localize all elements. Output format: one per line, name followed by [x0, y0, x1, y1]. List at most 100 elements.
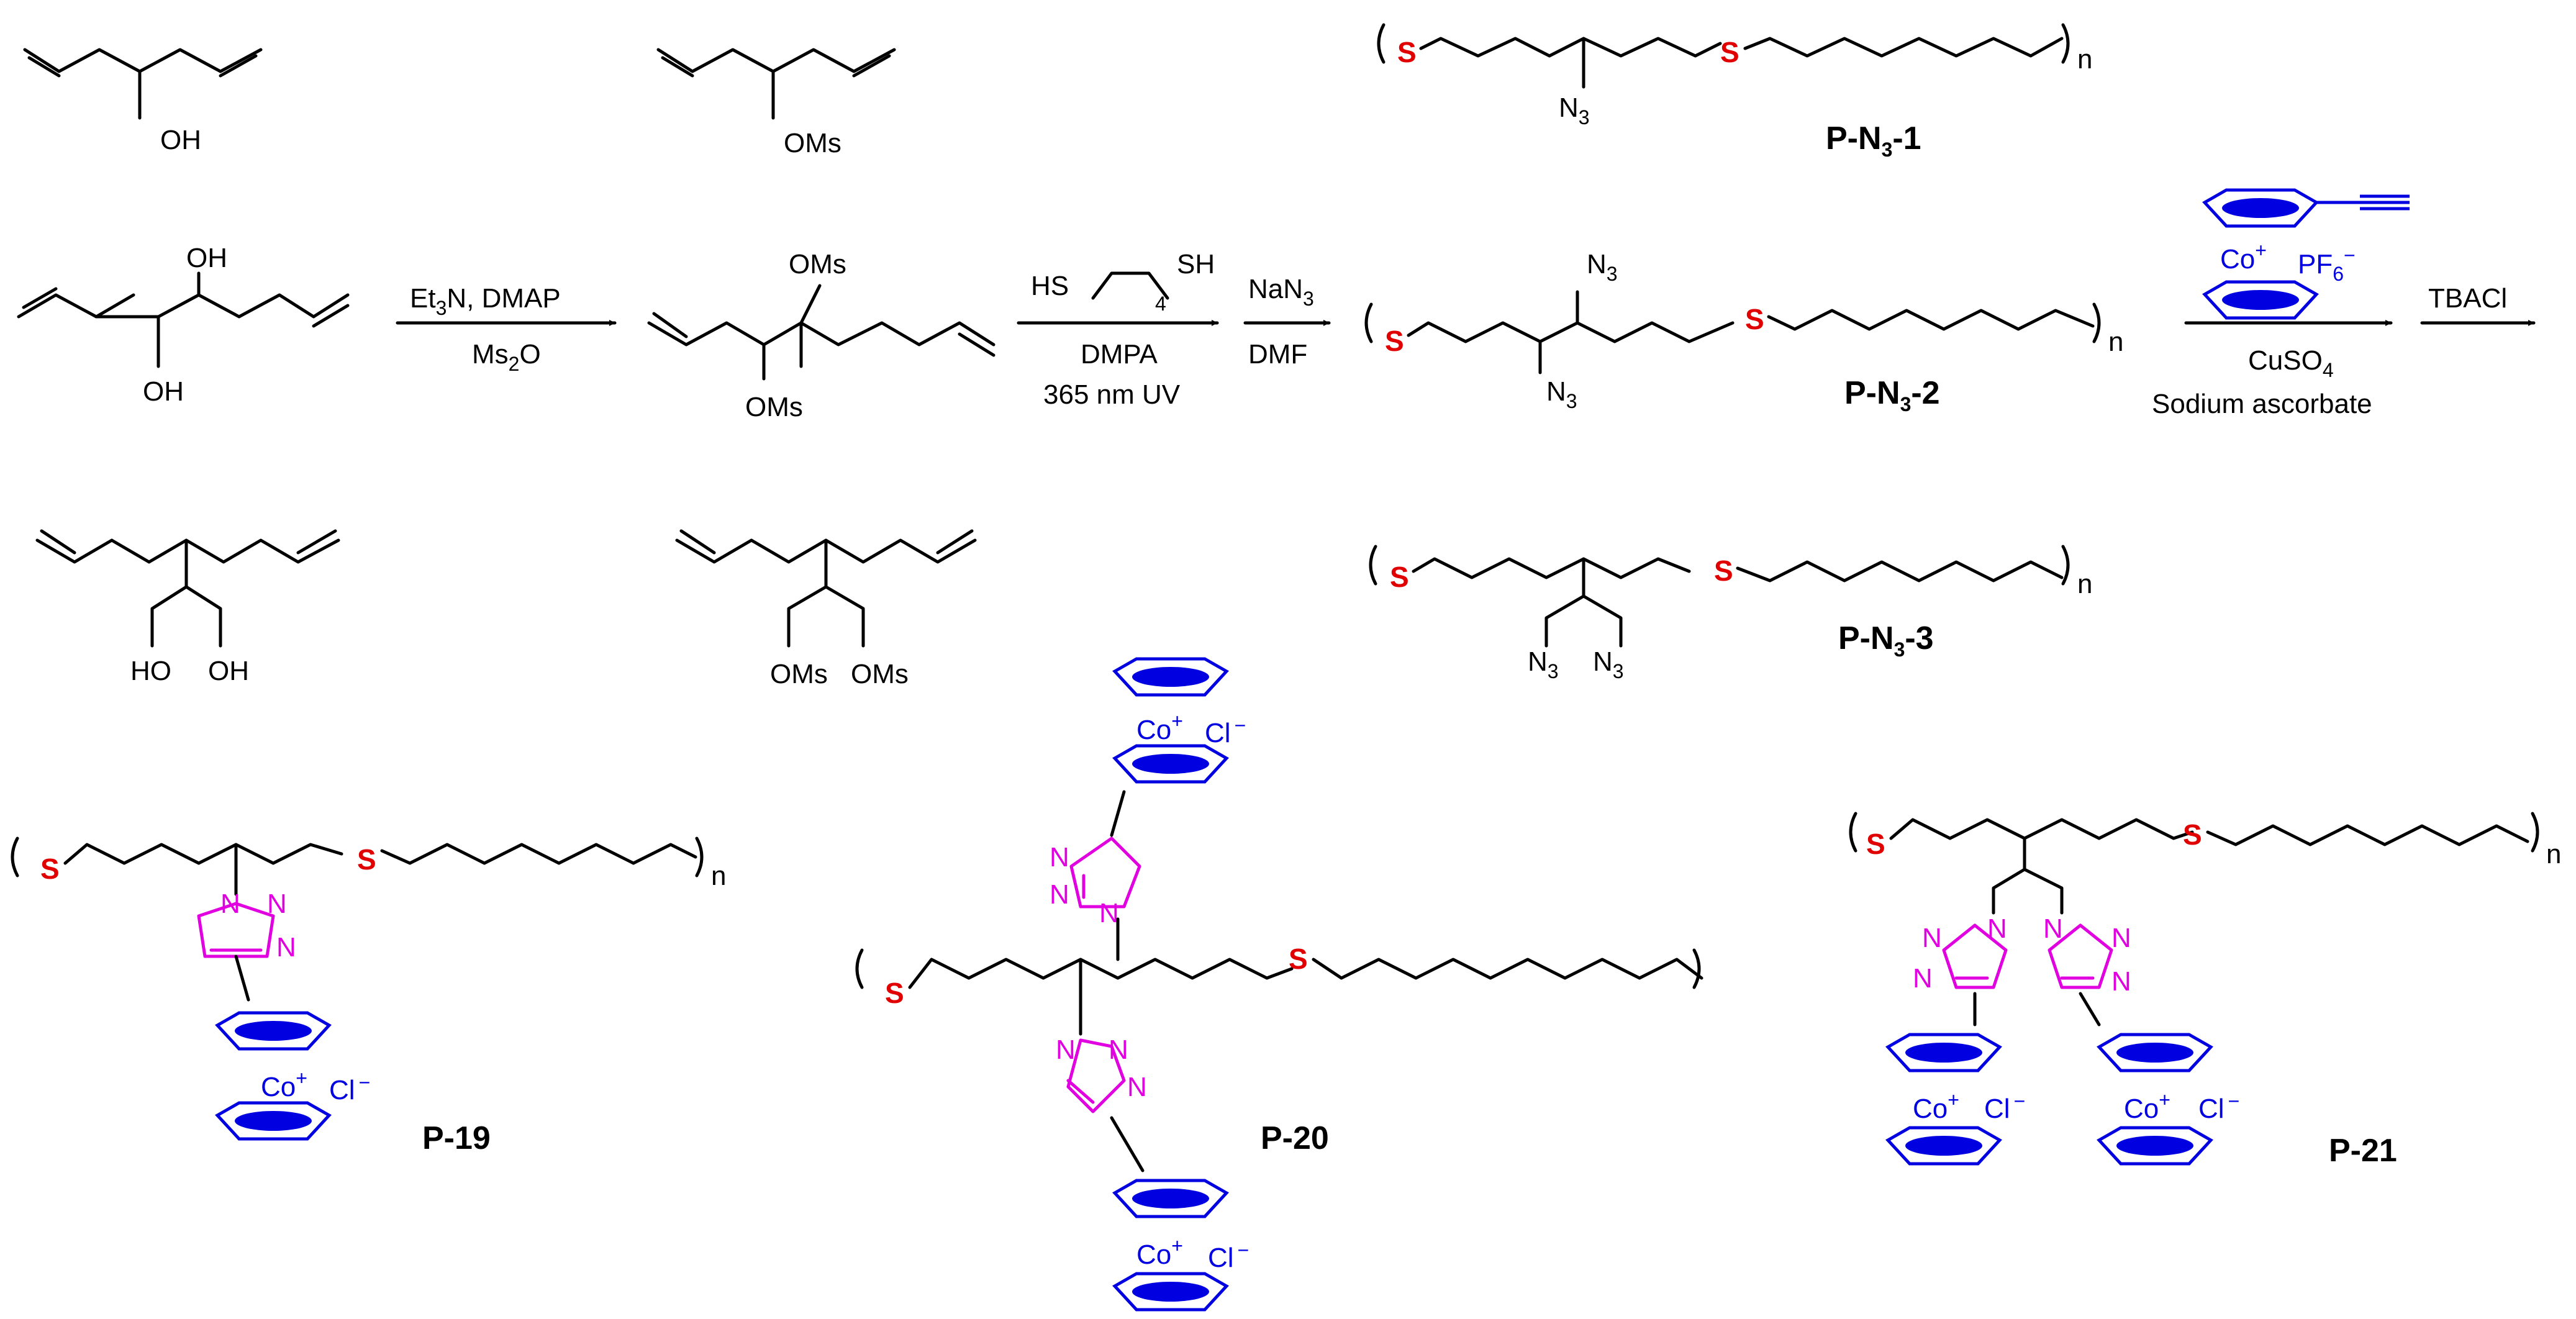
repeat-n: n: [711, 861, 726, 891]
triazole-n1: N: [1056, 1035, 1076, 1065]
triazole-n1: N: [1050, 842, 1069, 873]
dimesylate-1: OMs: [656, 48, 896, 158]
arrow-step-2: HS SH 4 DMPA 365 nm UV: [1017, 249, 1219, 410]
triazole-n1: N: [220, 889, 240, 919]
polymer-p-19: S S n N N N Co+ Cl− P-19: [11, 836, 726, 1156]
mesylate-label: OMs: [851, 659, 909, 689]
title-p-20: P-20: [1261, 1120, 1329, 1156]
azide-label: N3: [1593, 646, 1624, 682]
reagent-dmpa: DMPA: [1081, 339, 1158, 369]
triazole-n2: N: [1913, 963, 1933, 994]
cobalt-label: Co+: [261, 1067, 307, 1102]
title-p-n3-1: P-N3-1: [1826, 120, 1921, 161]
azide-label: N3: [1587, 249, 1618, 285]
arrow-step-5: TBACl: [2420, 283, 2536, 326]
reagent-sh: SH: [1177, 249, 1215, 279]
dimesylate-2: OMs OMs: [647, 249, 995, 422]
triazole-n3: N: [1987, 913, 2007, 944]
triazole-n3: N: [276, 932, 296, 963]
triazole-ring: N N N: [197, 889, 296, 1002]
ethynyl-cobaltocenium-reagent: Co+ PF6−: [2205, 190, 2410, 318]
sulfur-atom: S: [1720, 36, 1739, 68]
polymer-p-20: Co+ Cl− N N N S S N N N Co+ Cl− P-20: [855, 659, 1703, 1310]
reagent-cuso4: CuSO4: [2248, 345, 2334, 381]
hydroxyl-label: OH: [208, 656, 249, 686]
triazole-n1: N: [2043, 913, 2063, 944]
repeat-n: n: [2077, 569, 2092, 599]
reagent-uv: 365 nm UV: [1043, 379, 1181, 410]
diene-diol-2: OH OH: [17, 243, 350, 407]
sulfur-atom: S: [1397, 36, 1417, 68]
hydroxyl-label: OH: [186, 243, 227, 273]
title-p-n3-2: P-N3-2: [1844, 375, 1940, 415]
counterion-cl: Cl−: [1205, 714, 1246, 748]
mesylate-label: OMs: [784, 128, 841, 158]
arrow-step-4: CuSO4 Sodium ascorbate: [2152, 320, 2393, 419]
diene-alcohol-1: OH: [23, 48, 263, 155]
repeat-count: 4: [1155, 292, 1166, 315]
sulfur-atom: S: [1390, 561, 1409, 593]
azide-label: N3: [1528, 646, 1559, 682]
counterion-cl: Cl−: [1984, 1090, 2025, 1124]
title-p-21: P-21: [2329, 1133, 2397, 1169]
triazole-ring: N N N: [1050, 836, 1141, 928]
triazole-n2: N: [1109, 1035, 1128, 1065]
sulfur-atom: S: [1385, 325, 1404, 357]
sulfur-atom: S: [1714, 555, 1733, 587]
cobalt-label: Co+: [2220, 239, 2267, 274]
arrow-step-1: Et3N, DMAP Ms2O: [396, 283, 617, 375]
reagent-tbacl: TBACl: [2428, 283, 2507, 314]
title-p-n3-3: P-N3-3: [1838, 620, 1934, 661]
dimesylate-3: OMs OMs: [675, 529, 977, 689]
sulfur-atom: S: [1866, 828, 1885, 860]
hydroxyl-label: HO: [130, 656, 171, 686]
mesylate-label: OMs: [745, 392, 803, 422]
repeat-n: n: [2546, 839, 2561, 869]
cobalt-label: Co+: [2124, 1089, 2170, 1124]
polymer-p-n3-3: S N3 N3 S n P-N3-3: [1369, 545, 2092, 682]
counterion-cl: Cl−: [1208, 1239, 1249, 1273]
repeat-n: n: [2108, 327, 2123, 357]
diene-diol-3: HO OH: [35, 529, 340, 686]
triazole-n2: N: [1050, 879, 1069, 910]
triazole-n2: N: [2111, 923, 2131, 953]
counterion-cl: Cl−: [2198, 1090, 2239, 1124]
triazole-ring: N N N: [2043, 913, 2131, 997]
mesylate-label: OMs: [789, 249, 846, 279]
polymer-p-n3-1: S N3 S n P-N3-1: [1377, 23, 2092, 161]
cobalt-label: Co+: [1913, 1089, 1959, 1124]
reagent-et3n-dmap: Et3N, DMAP: [410, 283, 561, 319]
cobalt-label: Co+: [1136, 1235, 1183, 1270]
azide-label: N3: [1546, 376, 1577, 412]
reagent-nan3: NaN3: [1248, 274, 1314, 310]
triazole-n3: N: [1127, 1072, 1147, 1102]
reagent-ms2o: Ms2O: [472, 339, 541, 375]
counterion-cl: Cl−: [329, 1071, 370, 1105]
sulfur-atom: S: [357, 843, 376, 876]
reagent-dmf: DMF: [1248, 339, 1307, 369]
arrow-step-3: NaN3 DMF: [1243, 274, 1331, 369]
sulfur-atom: S: [40, 853, 60, 885]
triazole-ring: N N N: [1056, 1035, 1147, 1113]
sulfur-atom: S: [1289, 943, 1308, 975]
polymer-p-21: S S n N N N N N N Co+ Cl− Co+ Cl−: [1849, 812, 2561, 1169]
sulfur-atom: S: [2183, 818, 2202, 851]
sulfur-atom: S: [885, 977, 904, 1009]
sulfur-atom: S: [1745, 303, 1764, 335]
triazole-n1: N: [1922, 923, 1942, 953]
azide-label: N3: [1559, 93, 1590, 129]
repeat-n: n: [2077, 44, 2092, 75]
title-p-19: P-19: [422, 1120, 491, 1156]
triazole-n3: N: [1099, 898, 1119, 928]
mesylate-label: OMs: [770, 659, 828, 689]
hydroxyl-label: OH: [143, 376, 184, 407]
polymer-p-n3-2: S N3 N3 S n P-N3-2: [1364, 249, 2123, 415]
reagent-ascorbate: Sodium ascorbate: [2152, 389, 2372, 419]
triazole-ring: N N N: [1913, 913, 2008, 994]
triazole-n3: N: [2111, 966, 2131, 997]
counterion-pf6: PF6−: [2298, 244, 2356, 285]
reagent-hs: HS: [1031, 271, 1069, 301]
triazole-n2: N: [267, 889, 287, 919]
cobalt-label: Co+: [1136, 710, 1183, 745]
